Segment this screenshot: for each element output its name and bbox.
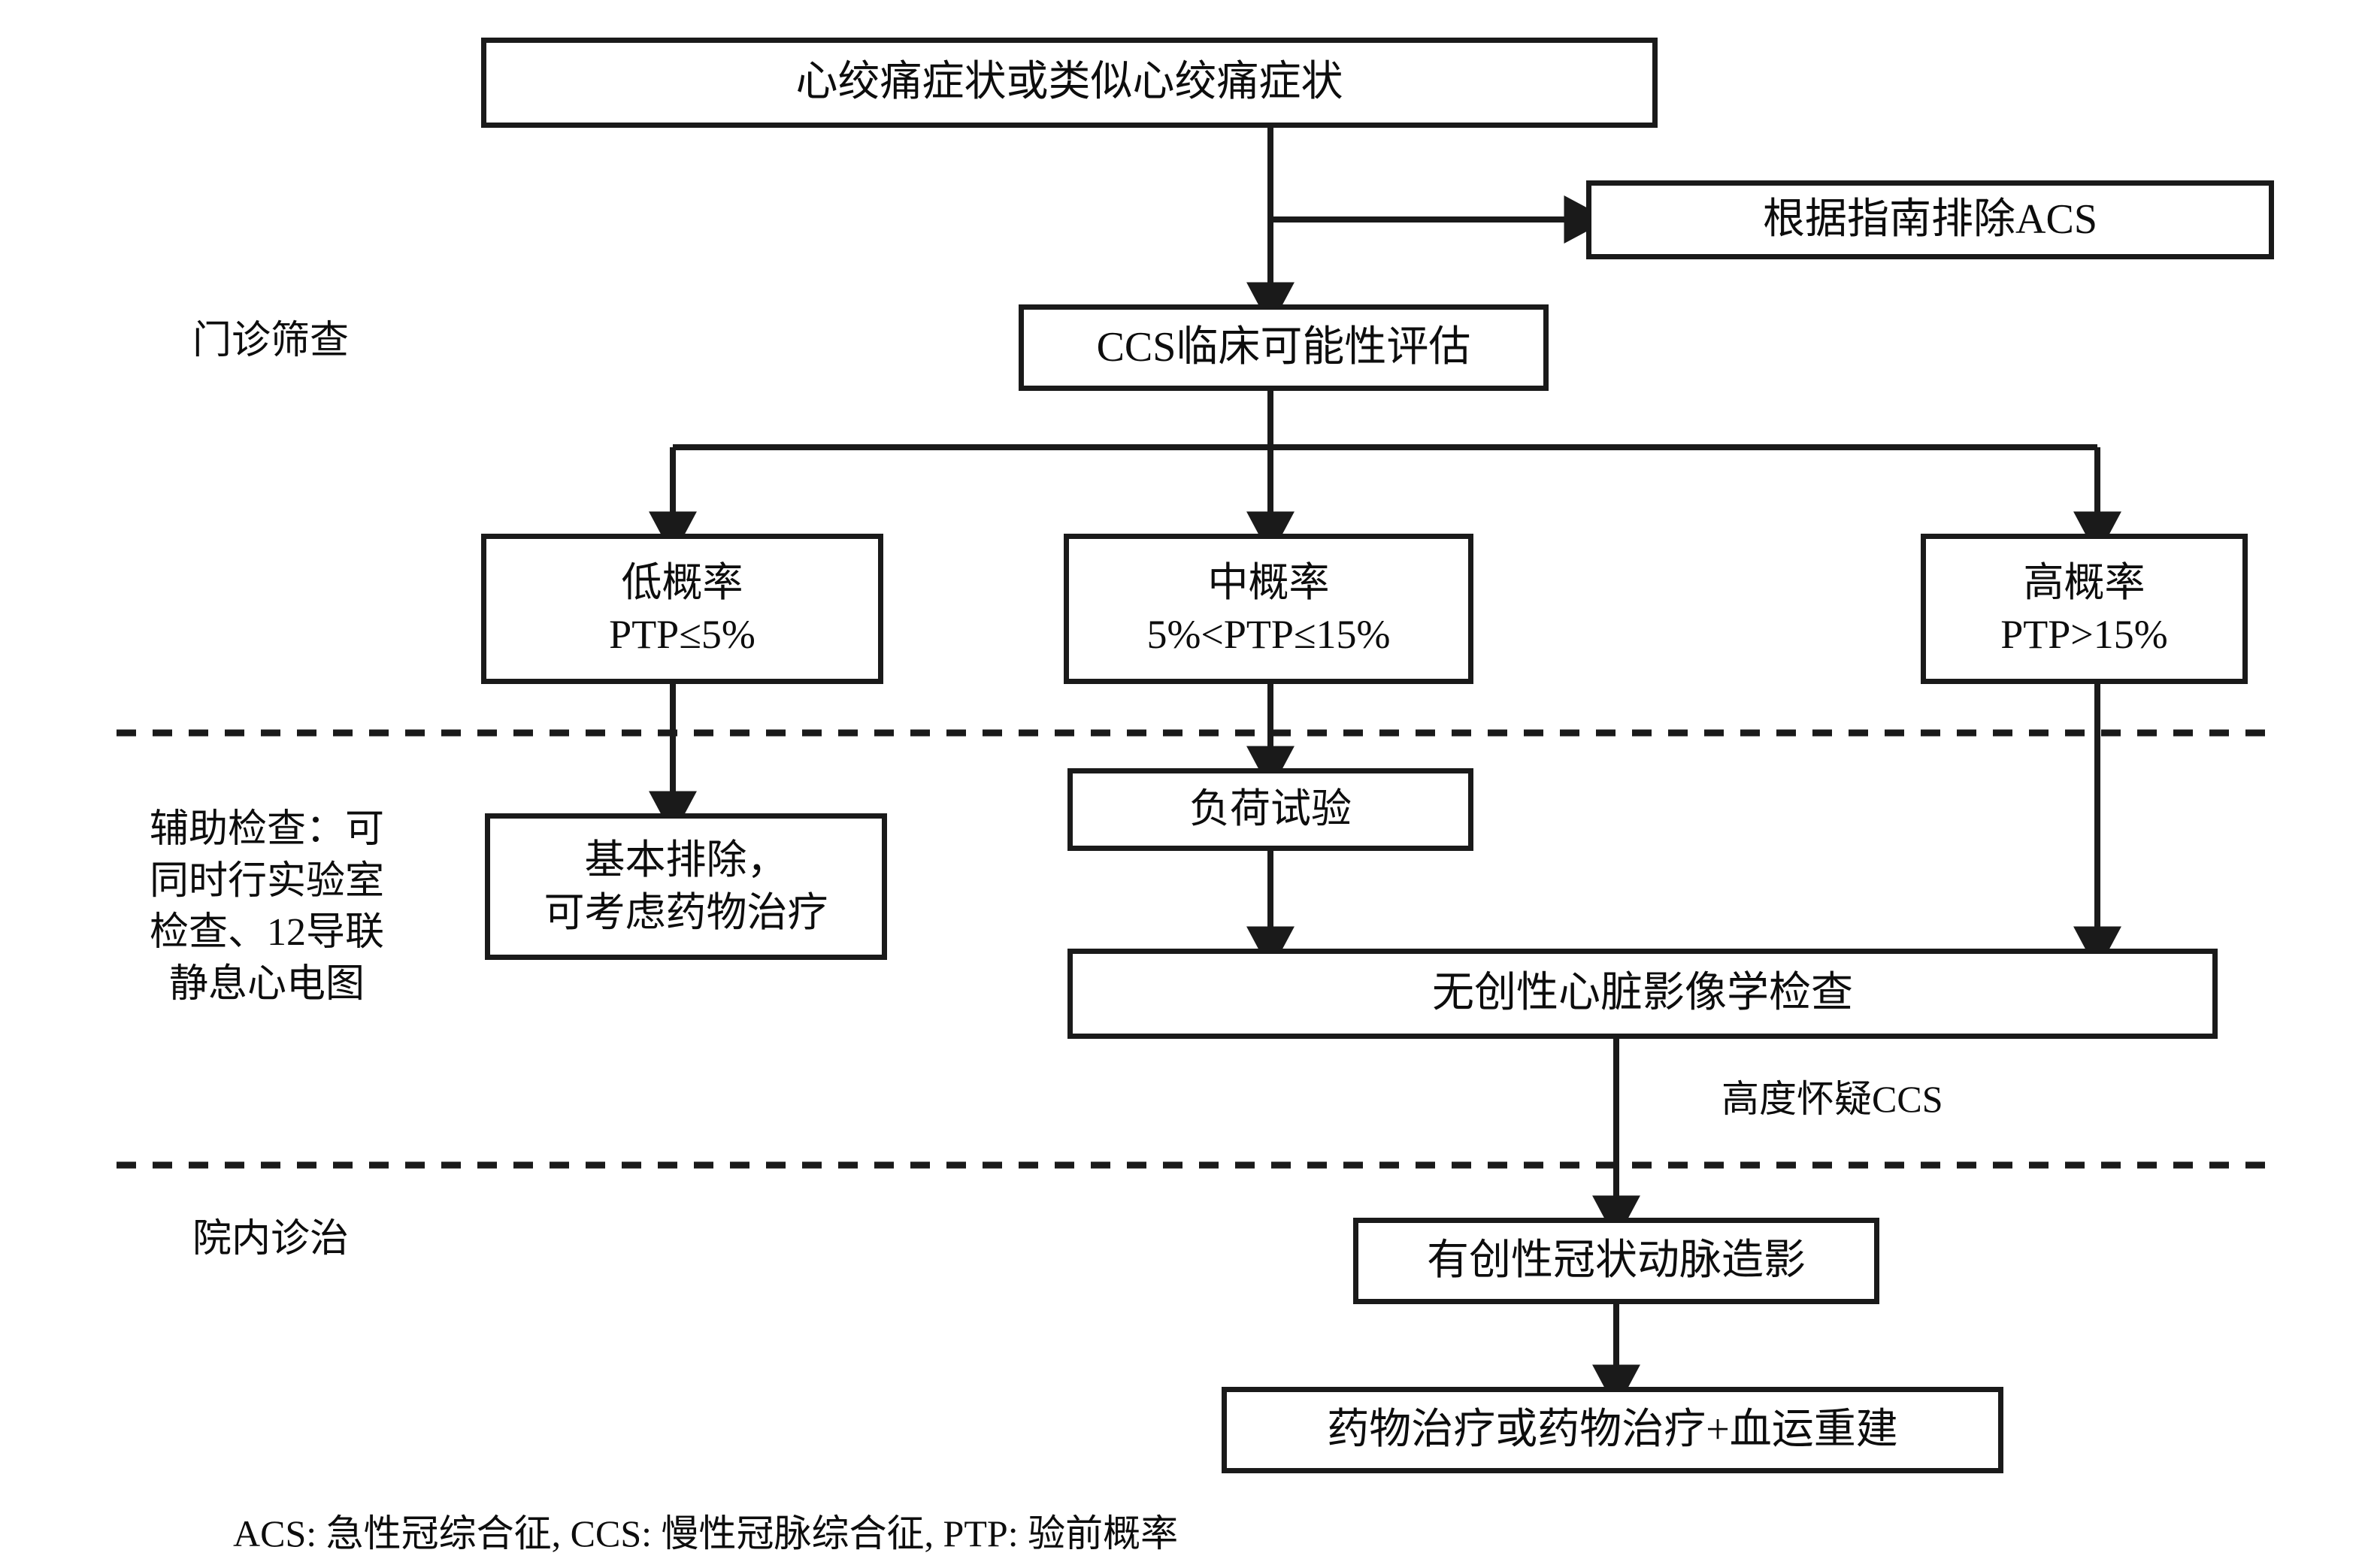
node-stress-test-label: 负荷试验 <box>1189 786 1352 832</box>
node-treatment-label: 药物治疗或药物治疗+血运重建 <box>1327 1406 1898 1453</box>
edge-label-high-suspicion: 高度怀疑CCS <box>1721 1078 1943 1120</box>
node-invasive-angiography-label: 有创性冠状动脉造影 <box>1427 1237 1806 1284</box>
section-label-outpatient: 门诊筛查 <box>192 319 349 362</box>
section-label-inpatient: 院内诊治 <box>192 1218 349 1261</box>
node-noninvasive-imaging-label: 无创性心脏影像学检查 <box>1432 970 1853 1017</box>
node-basic-exclusion[interactable]: 基本排除， 可考虑药物治疗 <box>485 813 887 960</box>
node-treatment[interactable]: 药物治疗或药物治疗+血运重建 <box>1222 1387 2003 1473</box>
node-low-probability[interactable]: 低概率 PTP≤5% <box>481 534 883 684</box>
node-low-probability-label: 低概率 PTP≤5% <box>609 559 756 657</box>
node-ccs-assessment-label: CCS临床可能性评估 <box>1096 323 1471 371</box>
abbreviation-legend: ACS: 急性冠综合征, CCS: 慢性冠脉综合征, PTP: 验前概率 <box>233 1512 1179 1554</box>
node-mid-probability-label: 中概率 5%<PTP≤15% <box>1146 559 1391 657</box>
node-noninvasive-imaging[interactable]: 无创性心脏影像学检查 <box>1067 949 2218 1039</box>
node-high-probability-label: 高概率 PTP>15% <box>2000 559 2168 657</box>
node-invasive-angiography[interactable]: 有创性冠状动脉造影 <box>1353 1218 1879 1304</box>
node-mid-probability[interactable]: 中概率 5%<PTP≤15% <box>1064 534 1473 684</box>
node-stress-test[interactable]: 负荷试验 <box>1067 768 1473 851</box>
node-exclude-acs[interactable]: 根据指南排除ACS <box>1586 180 2274 259</box>
node-ccs-assessment[interactable]: CCS临床可能性评估 <box>1019 304 1549 391</box>
node-basic-exclusion-label: 基本排除， 可考虑药物治疗 <box>544 837 828 935</box>
node-angina-symptoms-label: 心绞痛症状或类似心绞痛症状 <box>795 59 1343 106</box>
node-angina-symptoms[interactable]: 心绞痛症状或类似心绞痛症状 <box>481 38 1658 128</box>
node-high-probability[interactable]: 高概率 PTP>15% <box>1921 534 2248 684</box>
node-exclude-acs-label: 根据指南排除ACS <box>1763 195 2097 243</box>
section-label-assisted-exam: 辅助检查：可 同时行实验室 检查、12导联 静息心电图 <box>149 808 384 1006</box>
